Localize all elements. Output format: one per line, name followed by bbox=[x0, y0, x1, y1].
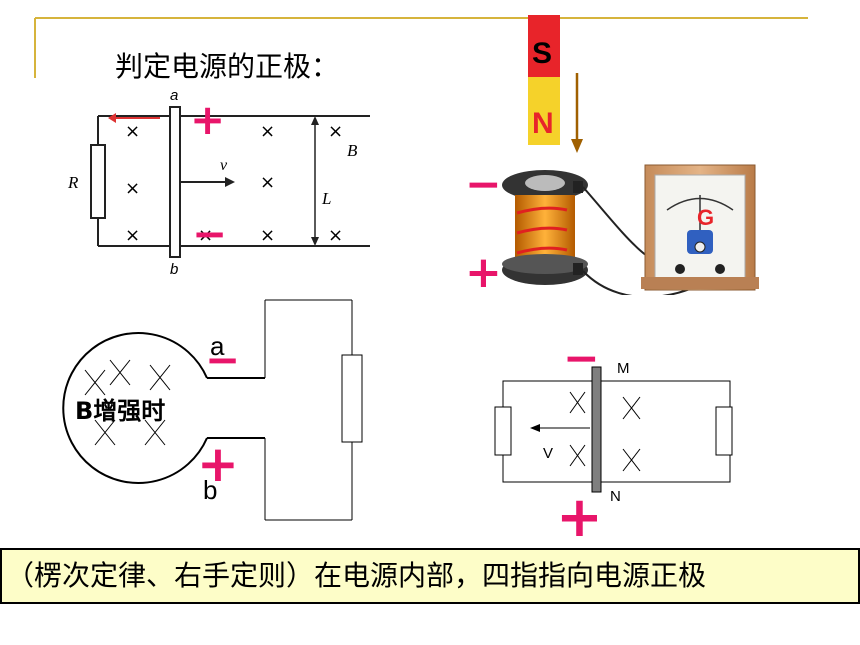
field-cross: × bbox=[125, 121, 141, 142]
label-n: N bbox=[610, 488, 621, 505]
field-cross: × bbox=[125, 225, 141, 246]
label-b: b bbox=[203, 475, 218, 505]
coil-galvanometer-diagram: S N G − + bbox=[455, 15, 775, 298]
field-cross: × bbox=[198, 225, 214, 246]
slide-title: 判定电源的正极： bbox=[115, 50, 340, 83]
label-v: V bbox=[543, 445, 554, 462]
rod-mn-diagram: M N V − + bbox=[490, 337, 750, 546]
magnet-n-label: N bbox=[532, 107, 554, 140]
field-cross: × bbox=[260, 121, 276, 142]
label-a: a bbox=[210, 331, 225, 361]
label-v: v bbox=[220, 157, 228, 174]
loop-field-diagram: a b B增强时 − + bbox=[55, 295, 375, 525]
label-r: R bbox=[68, 173, 79, 192]
header-decoration bbox=[34, 17, 808, 78]
galvanometer-label: G bbox=[697, 205, 715, 230]
rail-circuit-diagram: × × × × × × × × × a b R v B L + − bbox=[60, 85, 370, 285]
field-increasing-label: B增强时 bbox=[75, 397, 166, 425]
field-cross: × bbox=[328, 121, 344, 142]
positive-sign: + bbox=[190, 95, 226, 144]
rod-mn-svg bbox=[494, 366, 733, 493]
loop-field-svg bbox=[62, 299, 363, 521]
summary-banner: （楞次定律、右手定则）在电源内部，四指指向电源正极 bbox=[0, 548, 860, 604]
field-cross: × bbox=[260, 225, 276, 246]
field-cross: × bbox=[328, 225, 344, 246]
rail-circuit-svg bbox=[90, 106, 370, 258]
label-m: M bbox=[617, 360, 630, 377]
negative-sign: − bbox=[465, 159, 502, 210]
positive-sign: + bbox=[556, 485, 603, 550]
coil-galvanometer-svg bbox=[502, 15, 759, 298]
negative-sign: − bbox=[192, 209, 228, 258]
field-cross: × bbox=[125, 178, 141, 199]
positive-sign: + bbox=[197, 435, 239, 493]
positive-sign: + bbox=[465, 247, 502, 298]
magnet-s-label: S bbox=[532, 37, 553, 70]
negative-sign: − bbox=[205, 335, 241, 384]
label-l: L bbox=[322, 189, 332, 208]
label-b: b bbox=[170, 261, 179, 278]
label-b-field: B bbox=[347, 141, 358, 160]
negative-sign: − bbox=[563, 333, 600, 384]
label-a: a bbox=[170, 87, 179, 104]
field-cross: × bbox=[260, 172, 276, 193]
